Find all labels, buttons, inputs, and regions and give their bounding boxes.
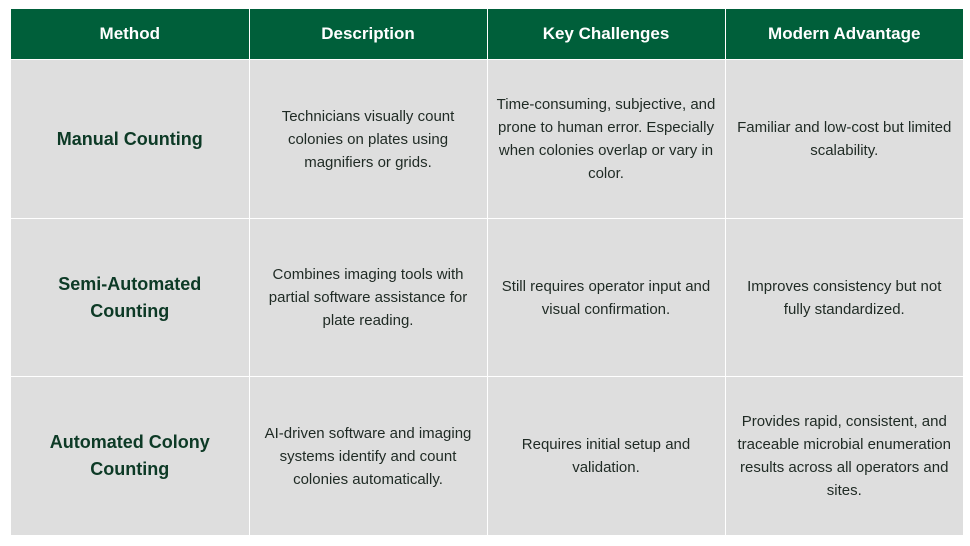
cell-description: Technicians visually count colonies on p… [249,59,488,219]
table-row: Manual Counting Technicians visually cou… [11,59,963,219]
table-row: Automated Colony Counting AI-driven soft… [11,376,963,535]
cell-advantage: Familiar and low-cost but limited scalab… [725,59,963,219]
header-description: Description [249,9,488,60]
cell-challenges: Requires initial setup and validation. [487,376,726,535]
header-row: Method Description Key Challenges Modern… [11,9,963,60]
cell-method: Manual Counting [11,59,250,219]
cell-method: Semi-Automated Counting [11,218,250,377]
cell-description: Combines imaging tools with partial soft… [249,218,488,377]
cell-advantage: Provides rapid, consistent, and traceabl… [725,376,963,535]
cell-advantage: Improves consistency but not fully stand… [725,218,963,377]
cell-challenges: Still requires operator input and visual… [487,218,726,377]
table-row: Semi-Automated Counting Combines imaging… [11,218,963,377]
header-method: Method [11,9,250,60]
cell-challenges: Time-consuming, subjective, and prone to… [487,59,726,219]
cell-method: Automated Colony Counting [11,376,250,535]
table-body: Manual Counting Technicians visually cou… [11,59,963,535]
header-key-challenges: Key Challenges [487,9,726,60]
table-header: Method Description Key Challenges Modern… [11,9,963,60]
colony-counting-methods-table: Method Description Key Challenges Modern… [11,9,963,535]
cell-description: AI-driven software and imaging systems i… [249,376,488,535]
comparison-table-container: Method Description Key Challenges Modern… [11,9,963,535]
header-modern-advantage: Modern Advantage [725,9,963,60]
